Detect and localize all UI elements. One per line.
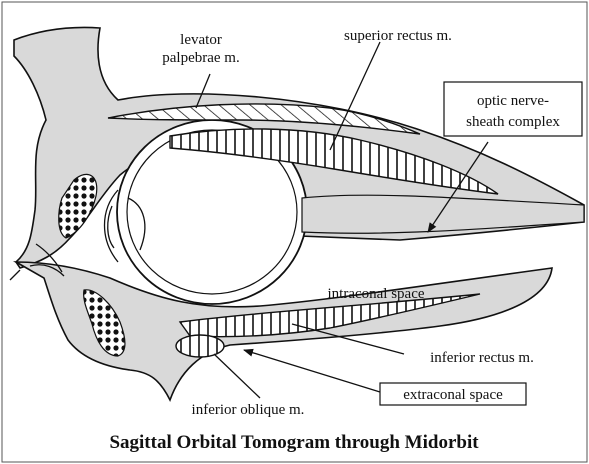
figure-caption: Sagittal Orbital Tomogram through Midorb… bbox=[109, 432, 479, 453]
label-intraconal: intraconal space bbox=[327, 286, 424, 302]
label-palpebrae: palpebrae m. bbox=[162, 50, 239, 66]
label-inferior-oblique: inferior oblique m. bbox=[192, 402, 305, 418]
label-levator: levator bbox=[180, 32, 222, 48]
label-optic-line1: optic nerve- bbox=[477, 93, 549, 109]
label-extraconal: extraconal space bbox=[403, 387, 503, 403]
label-inferior-rectus: inferior rectus m. bbox=[430, 350, 534, 366]
extraconal-arrow bbox=[244, 350, 380, 392]
inferior-oblique-leader bbox=[214, 354, 260, 398]
inferior-oblique-muscle bbox=[176, 335, 224, 357]
label-optic-line2: sheath complex bbox=[466, 114, 560, 130]
label-superior-rectus: superior rectus m. bbox=[344, 28, 452, 44]
